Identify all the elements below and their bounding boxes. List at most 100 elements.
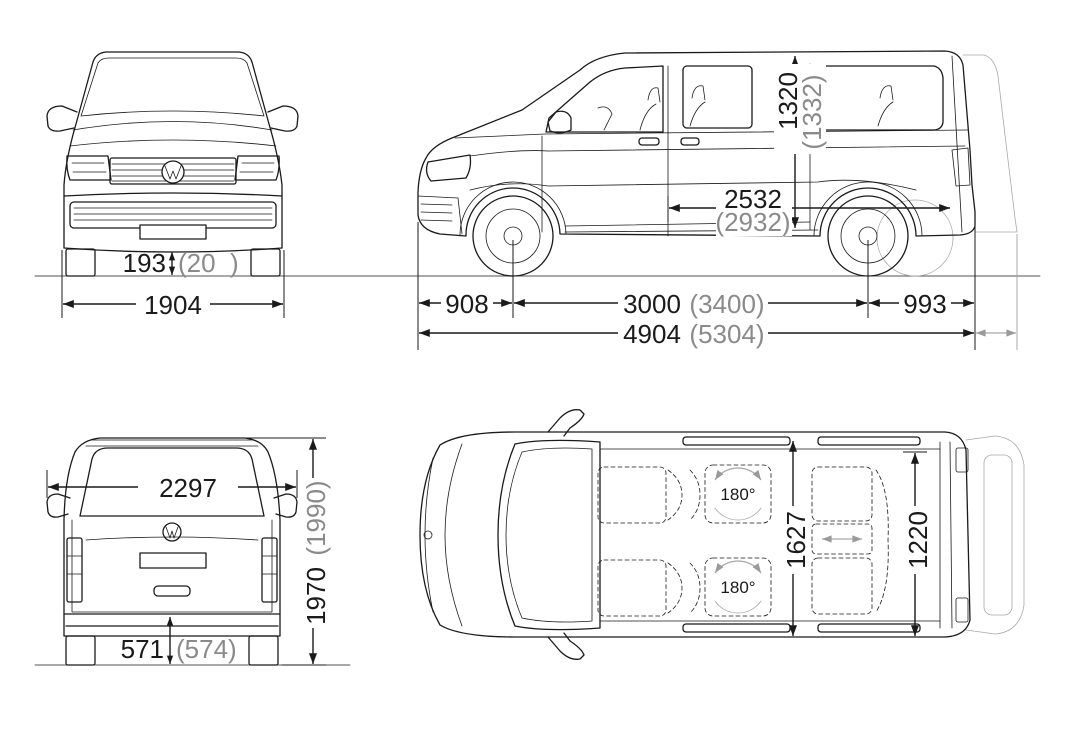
top-roof-edges: [599, 448, 941, 622]
top-tail-light-upper: [955, 447, 969, 473]
seat-rotation-arc-rear: [714, 560, 762, 574]
side-extension-wheel: [876, 199, 954, 277]
label-bg-1970: [300, 478, 330, 628]
top-extension-outline: [965, 435, 1025, 635]
front-lower-grille: [69, 201, 277, 229]
dim-interior-height: 1320: [773, 72, 803, 130]
rear-tail-light-right-segments: [261, 555, 278, 575]
dim-wheelbase: 3000: [623, 289, 681, 319]
front-headlight-right-inner: [239, 162, 275, 173]
top-view: 180° 180° 1627 1220: [419, 409, 1025, 660]
rear-mirror-left: [46, 493, 71, 518]
side-front-grille-slots: [420, 203, 453, 222]
dim-ground-clearance: 193: [123, 248, 166, 278]
seat-row2-left-rotating: [704, 464, 772, 524]
front-headlight-left-inner: [71, 162, 107, 173]
rear-window: [79, 447, 265, 517]
seat-row2-right-rotating: [704, 557, 772, 617]
top-windshield-inner: [505, 447, 593, 623]
top-hood-crease: [444, 443, 463, 627]
seat-rotation-label-rear: 180°: [720, 578, 755, 597]
label-bg-4904: [618, 320, 768, 348]
label-bg-1320: [774, 64, 826, 154]
top-extension-rear-door: [983, 454, 1013, 616]
label-bg-2532: [716, 186, 792, 236]
dim-height: 1970: [301, 567, 331, 625]
seat-row3-backrest: [875, 469, 889, 613]
label-bg-1627: [781, 506, 809, 574]
dim-sill-height: 571: [121, 634, 164, 664]
front-hood-line-2: [69, 139, 277, 147]
seat-rotation-label-front: 180°: [720, 485, 755, 504]
side-front-door-handle: [638, 137, 660, 146]
dim-height-alt: (1990): [301, 480, 331, 555]
rear-bumper: [63, 613, 281, 627]
side-rear-seat-headrest: [877, 85, 894, 127]
side-rear-wheel-arch-trim: [813, 181, 923, 237]
seat-rotation-arc-rear-lower: [714, 600, 762, 614]
seat-row2-right-backrest: [667, 562, 701, 614]
front-grille: [109, 157, 237, 185]
vw-logo-front-mark: [164, 165, 182, 180]
seat-row3-middle: [811, 523, 873, 555]
dim-rear-overhang: 993: [903, 289, 946, 319]
label-bg-2297: [138, 473, 238, 501]
top-rail-upper-front: [682, 436, 791, 446]
front-windshield: [80, 57, 265, 117]
rear-tailgate-handle: [153, 585, 191, 597]
side-middle-seat-headrest: [689, 85, 706, 127]
seat-rotation-arc-front-lower: [714, 507, 762, 521]
front-body-outline: [63, 51, 283, 253]
rear-tail-light-right: [261, 537, 278, 603]
seat-rotation-arc-front: [714, 467, 762, 481]
side-sliding-door-handle: [680, 137, 700, 146]
top-mirror-upper: [547, 409, 585, 437]
top-rail-upper-rear: [817, 436, 921, 446]
top-rail-lower-rear: [817, 623, 921, 633]
front-license-plate: [139, 224, 207, 240]
rear-tire-left: [65, 635, 96, 666]
front-view: 1904 193 (20 ): [46, 51, 299, 320]
side-front-bumper: [417, 195, 463, 235]
front-hood-line: [72, 121, 273, 131]
top-body-outline: [419, 431, 971, 638]
rear-tail-light-left: [66, 537, 83, 603]
label-bg-993: [899, 290, 951, 318]
side-mirror: [547, 110, 572, 134]
side-fender-line: [469, 150, 549, 157]
side-window-line: [454, 129, 969, 139]
top-rail-lower-front: [682, 623, 791, 633]
rear-tailgate-edge: [71, 519, 273, 613]
side-lower-crease: [469, 179, 917, 191]
rear-mirror-right: [273, 493, 298, 518]
front-mirror-right: [267, 105, 299, 132]
top-tail-light-lower: [955, 597, 969, 623]
dim-sill-height-alt: (574): [176, 634, 237, 664]
top-rear-section: [939, 441, 953, 629]
front-tire-right: [250, 248, 281, 277]
side-rear-window: [817, 65, 944, 131]
vw-logo-top: [423, 530, 433, 540]
side-beltline: [547, 145, 966, 152]
dim-width-between-arches: 1220: [903, 511, 933, 569]
seat-row3-lower: [811, 557, 873, 615]
label-bg-1220: [903, 506, 931, 574]
seat-row3-upper: [811, 466, 873, 522]
side-front-window: [545, 65, 664, 133]
rear-view: 2297 1970 (1990) 571 (574): [46, 437, 331, 666]
dim-length-alt: (5304): [689, 319, 764, 349]
rear-tail-light-left-segments: [66, 555, 83, 575]
front-headlight-right: [234, 155, 280, 181]
front-lower-grille-slats: [73, 207, 273, 221]
side-headlight: [425, 154, 472, 182]
rear-license-plate: [139, 552, 207, 569]
side-extension-outline: [962, 54, 1018, 233]
side-sliding-window: [682, 65, 753, 129]
dim-wheelbase-alt: (3400): [689, 289, 764, 319]
rear-tailgate-crease: [85, 536, 259, 541]
side-front-seat-headrest: [639, 87, 661, 131]
dim-interior-height-alt: (1332): [797, 74, 827, 149]
top-mirror-lower: [547, 632, 585, 660]
side-view: 1320 (1332) 2532 (2932) 908 3000 (3400) …: [417, 50, 1018, 350]
